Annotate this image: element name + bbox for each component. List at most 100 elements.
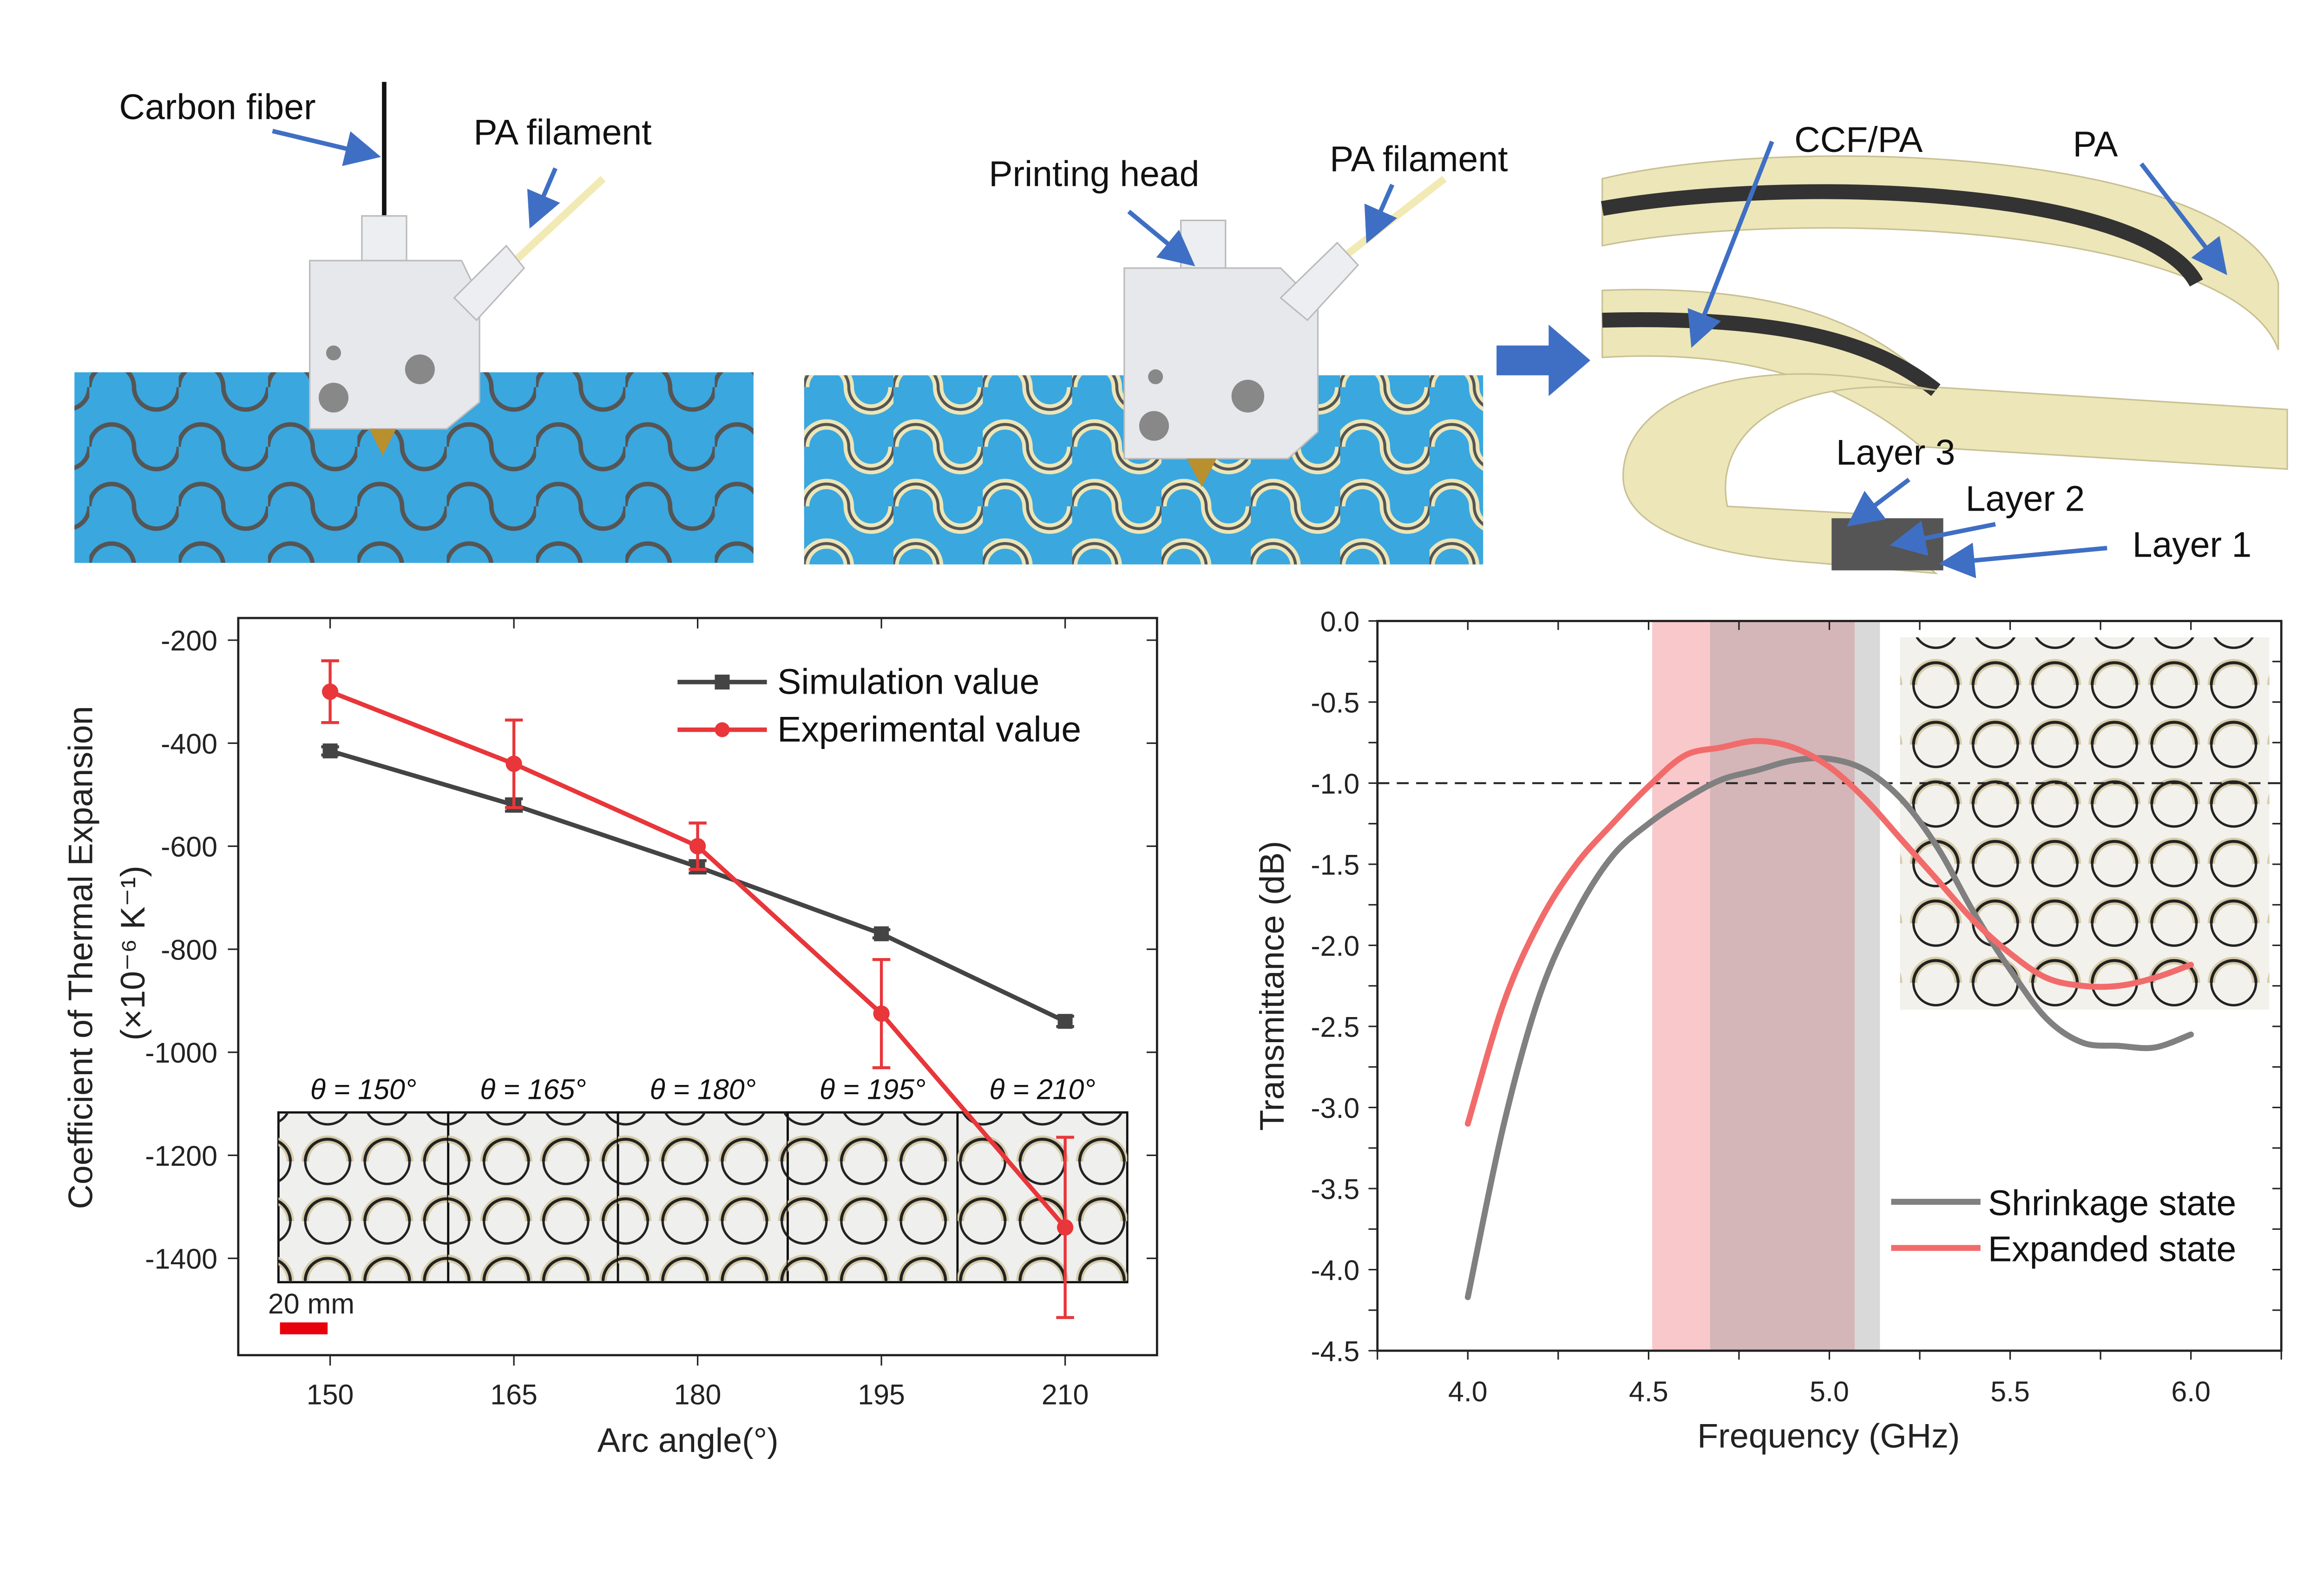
printer-screw-icon (326, 345, 341, 361)
label-pa: PA (2073, 125, 2119, 164)
x-tick-label: 210 (1042, 1379, 1089, 1410)
frequency-band (1710, 621, 1855, 1351)
x-tick-label: 195 (858, 1379, 905, 1410)
photo-inset: θ = 150° θ = 165° θ = 180° θ = 195° θ = 210°… (268, 1073, 1129, 1334)
inset-angle-label: θ = 180° (650, 1073, 756, 1105)
printing-illustration-1: Carbon fiber PA filament (74, 82, 754, 563)
arrow-pa-filament-1 (527, 167, 560, 229)
y-tick-label: -3.0 (1311, 1092, 1359, 1124)
legend-label-experimental: Experimental value (777, 709, 1081, 749)
series-line-simulation (329, 749, 1066, 1024)
process-arrow-icon (1496, 324, 1591, 396)
printer-screw-icon (405, 354, 435, 384)
y-tick-label: -1200 (145, 1140, 217, 1172)
y-tick-label: -4.0 (1311, 1254, 1359, 1286)
cte-chart: θ = 150° θ = 165° θ = 180° θ = 195° θ = 210°… (61, 617, 1158, 1459)
arrow-layer-1 (1939, 542, 2107, 578)
data-point-experimental (505, 755, 522, 772)
arrow-pa-filament-2 (1364, 184, 1398, 244)
y-tick-label: -800 (161, 934, 217, 965)
arrow-ccf-pa (1687, 140, 1774, 348)
y-axis-label: Coefficient of Thermal Expansion (61, 706, 100, 1209)
y-tick-label: -400 (161, 728, 217, 760)
printer-head-body (309, 260, 480, 430)
y-tick-label: -3.5 (1311, 1173, 1359, 1205)
inset-angle-label: θ = 150° (310, 1073, 416, 1105)
label-pa-filament-2: PA filament (1330, 139, 1508, 179)
inset-photo-pattern (787, 1112, 958, 1282)
data-point-experimental (322, 683, 339, 700)
label-ccf-pa: CCF/PA (1794, 120, 1923, 160)
data-point-simulation (874, 926, 889, 941)
printer-screw-icon (1148, 369, 1163, 384)
inset-angle-label: θ = 165° (480, 1073, 586, 1105)
nozzle (1187, 459, 1217, 487)
y-tick-label: -200 (161, 625, 217, 657)
lattice-photo-pattern (1900, 637, 2270, 1010)
inset-photo-pattern (957, 1112, 1128, 1282)
y-tick-label: 0.0 (1320, 606, 1360, 637)
x-axis-label: Arc angle(°) (597, 1421, 779, 1459)
printer-feed-tube (453, 244, 525, 322)
label-layer-1: Layer 1 (2133, 525, 2252, 565)
y-tick-label: -1.0 (1311, 768, 1359, 800)
label-carbon-fiber: Carbon fiber (119, 87, 315, 127)
printer-head-top (361, 215, 407, 262)
legend: Simulation value Experimental value (677, 662, 1081, 749)
legend-marker-circle (715, 722, 730, 737)
printer-screw-icon (1231, 380, 1265, 413)
y-tick-label: -4.5 (1311, 1335, 1359, 1367)
frequency-band (1854, 621, 1880, 1351)
y-tick-label: -0.5 (1311, 687, 1359, 718)
arrow-pa (2139, 162, 2227, 276)
label-layer-3: Layer 3 (1836, 433, 1956, 473)
x-tick-label: 5.0 (1810, 1376, 1849, 1407)
legend: Shrinkage state Expanded state (1891, 1183, 2236, 1269)
series-group (321, 659, 1074, 1319)
printer-screw-icon (1139, 411, 1169, 441)
ccf-layers-upper (1601, 184, 2203, 287)
y-tick-label: -1.5 (1311, 849, 1359, 880)
legend-label-expanded: Expanded state (1988, 1229, 2236, 1269)
label-layer-2: Layer 2 (1966, 479, 2085, 519)
data-point-experimental (689, 838, 706, 854)
series-line-shrinkage (1464, 755, 2194, 1300)
data-point-experimental (1057, 1219, 1074, 1236)
label-printing-head: Printing head (989, 154, 1199, 194)
arrow-layer-3 (1847, 478, 1910, 527)
inset-photo-pattern (618, 1112, 788, 1282)
label-pa-filament-1: PA filament (473, 112, 651, 152)
inset-angle-label: θ = 210° (989, 1073, 1095, 1105)
frequency-band (1652, 621, 1710, 1351)
legend-label-simulation: Simulation value (777, 662, 1039, 702)
x-tick-label: 4.0 (1448, 1376, 1488, 1407)
arrow-printing-head (1127, 210, 1195, 267)
y-axis-label: Transmittance (dB) (1253, 841, 1291, 1131)
nozzle (369, 429, 396, 456)
ccf-layers-middle (1602, 312, 1941, 396)
y-tick-label: -600 (161, 831, 217, 863)
x-tick-label: 6.0 (2171, 1376, 2211, 1407)
scale-bar-label: 20 mm (268, 1288, 354, 1320)
series-line-expanded (1464, 738, 2194, 1127)
printer-screw-icon (318, 382, 349, 413)
layer-cross-section (1831, 518, 1943, 571)
inset-angle-label: θ = 195° (820, 1073, 925, 1105)
x-tick-label: 4.5 (1629, 1376, 1668, 1407)
arrow-layer-2 (1890, 520, 1996, 556)
figure: Carbon fiber PA filament Printing head P… (61, 82, 2288, 1459)
printer-head-body (1123, 267, 1319, 460)
figure-canvas: Carbon fiber PA filament Printing head P… (61, 82, 2288, 1459)
plot-frame (1376, 620, 2283, 1352)
data-point-experimental (873, 1005, 890, 1022)
x-tick-label: 165 (490, 1379, 538, 1410)
legend-label-shrinkage: Shrinkage state (1988, 1183, 2236, 1223)
y-tick-label: -2.0 (1311, 930, 1359, 962)
x-tick-label: 180 (674, 1379, 722, 1410)
series-group (1464, 738, 2194, 1300)
printer-feed-tube (1280, 242, 1359, 322)
x-tick-label: 5.5 (1990, 1376, 2030, 1407)
